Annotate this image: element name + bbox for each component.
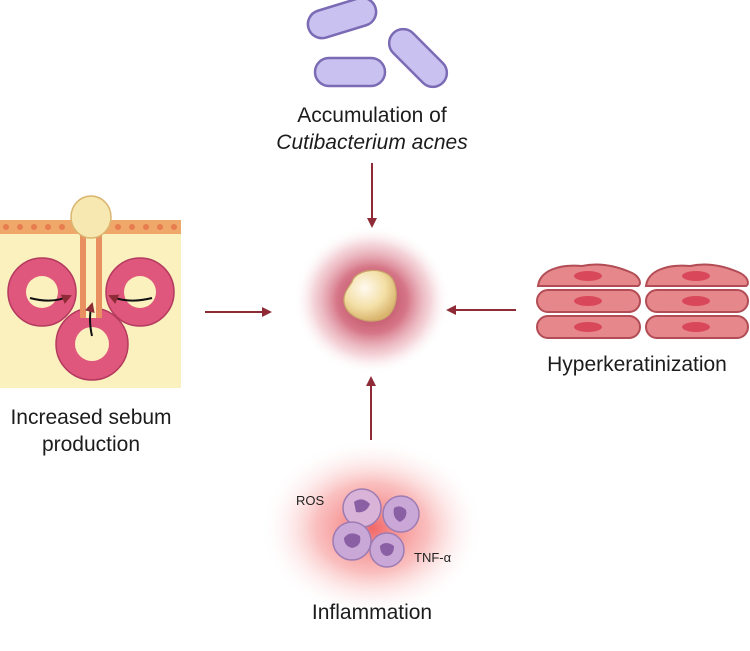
bacteria-rod-icon [306, 0, 449, 89]
bacteria-label: Accumulation of Cutibacterium acnes [222, 102, 522, 156]
bacteria-label-line2: Cutibacterium acnes [276, 131, 468, 154]
inflammation-label: Inflammation [311, 601, 433, 624]
bacteria-label-line1: Accumulation of [297, 104, 447, 127]
sebum-label-line1: Increased sebum [10, 406, 172, 429]
keratinocyte-layers-icon [536, 263, 749, 339]
arrows [205, 163, 516, 440]
sebum-label: Increased sebum production [0, 404, 182, 458]
hyperkeratinization-label: Hyperkeratinization [547, 353, 727, 376]
sebaceous-gland-icon [0, 195, 181, 388]
acne-lesion-icon [294, 226, 450, 374]
immune-cells-icon [260, 438, 484, 618]
sebum-label-line2: production [41, 433, 141, 456]
ros-label: ROS [296, 493, 325, 508]
tnf-label: TNF-α [414, 550, 452, 565]
